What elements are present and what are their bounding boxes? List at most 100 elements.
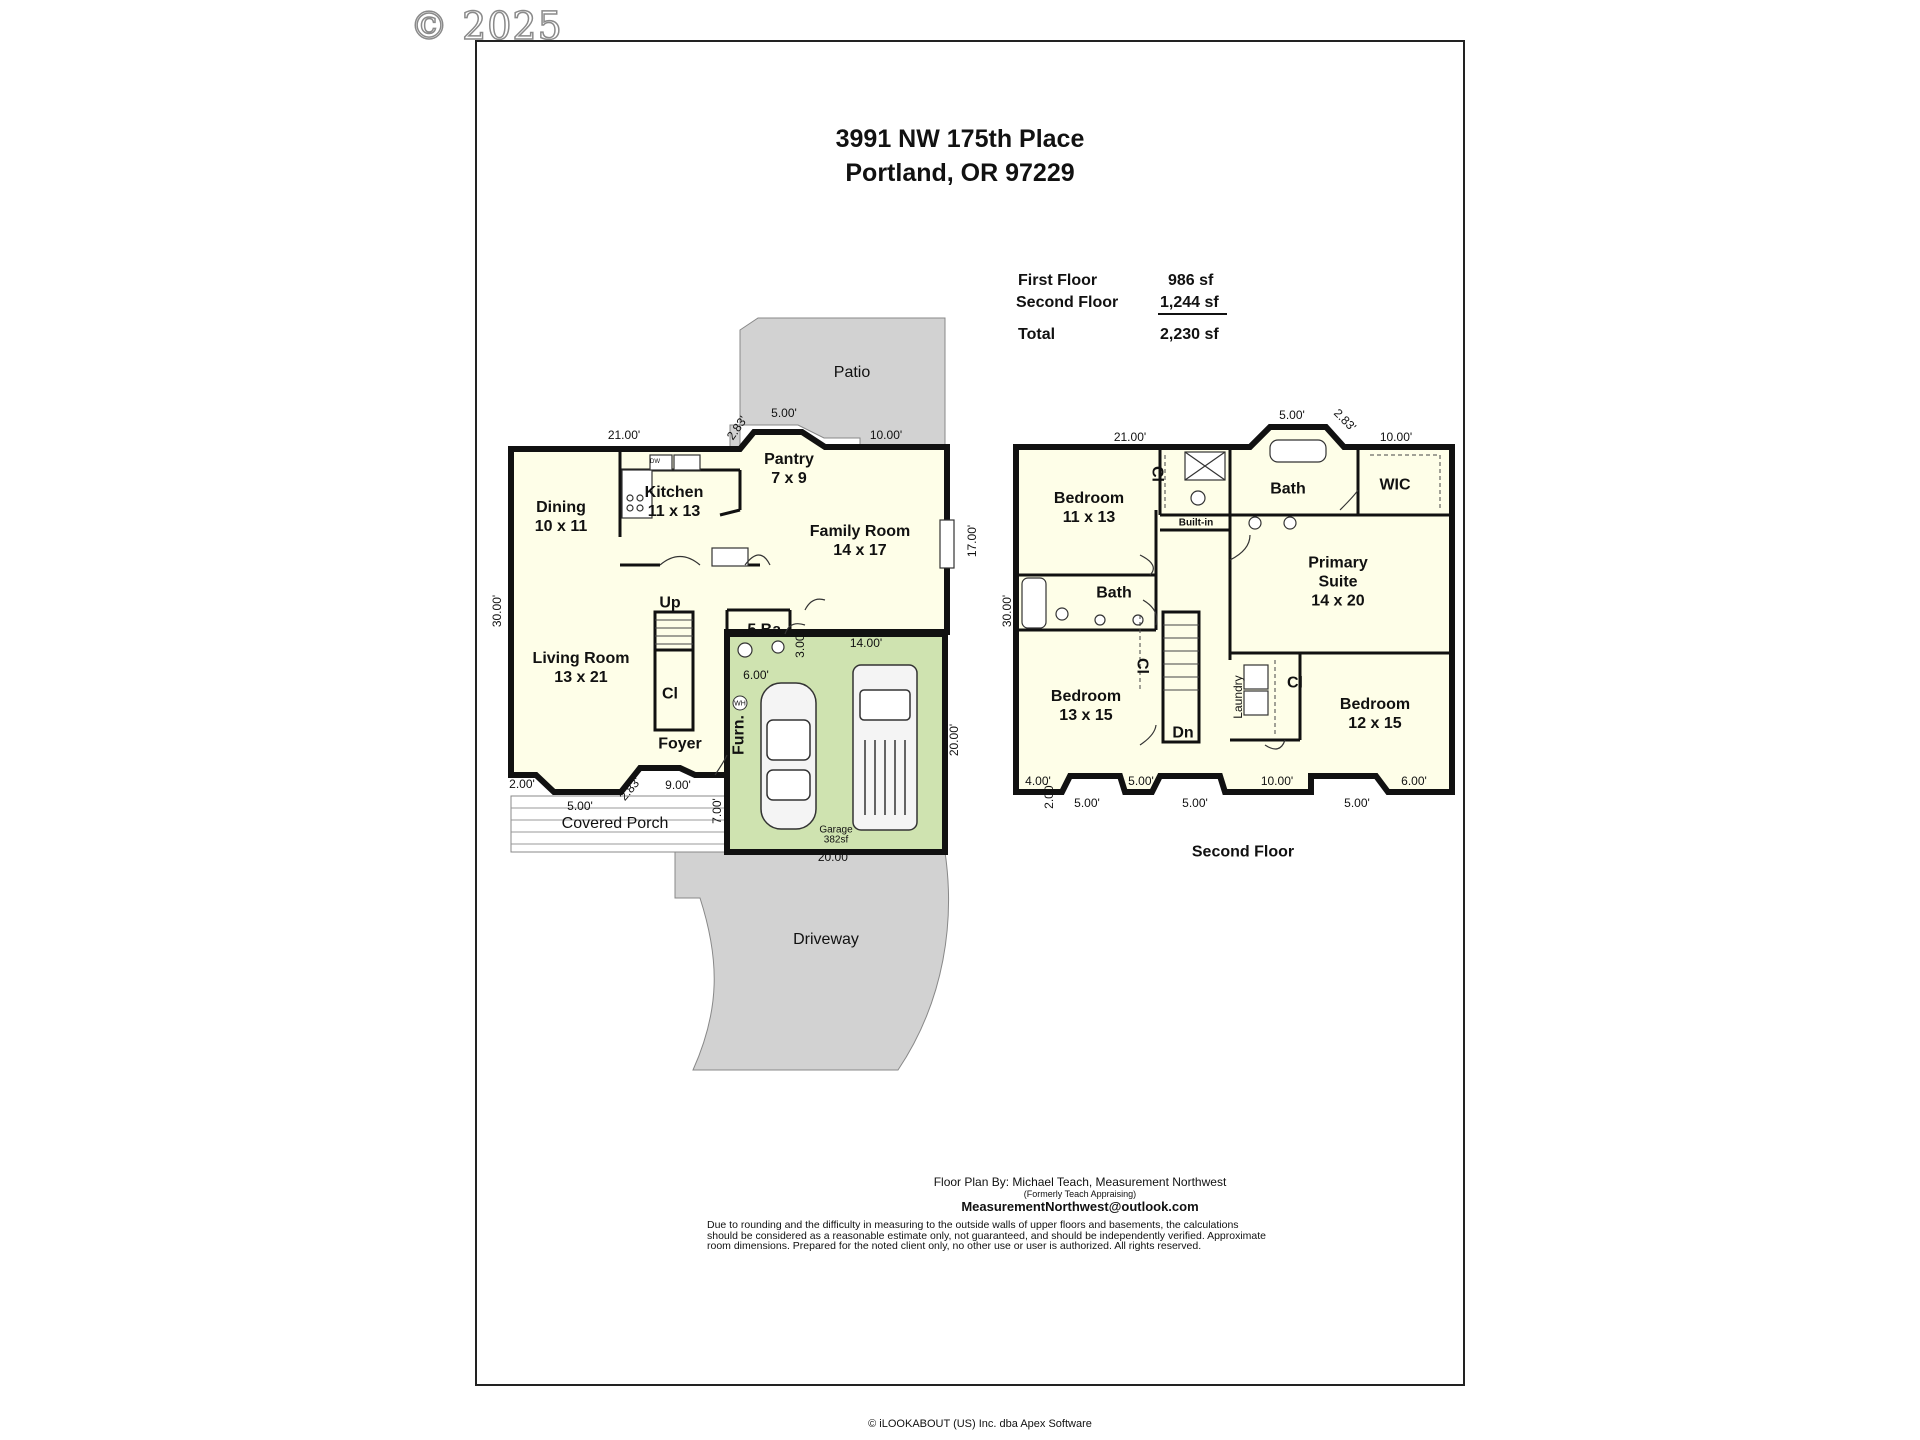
- water-heater-icon: [732, 695, 748, 711]
- room-name: Living Room: [532, 650, 630, 667]
- address-line-2: Portland, OR 97229: [845, 159, 1075, 187]
- credits-email: MeasurementNorthwest@outlook.com: [961, 1199, 1199, 1214]
- dim-sf-b7: 5.00': [1182, 796, 1208, 810]
- covered-porch-area: [510, 795, 730, 853]
- kitchen-room: Kitchen 11 x 13: [645, 483, 704, 521]
- family-room: Family Room 14 x 17: [810, 522, 910, 560]
- dim-ff-garage-bottom: 20.00': [817, 850, 851, 864]
- property-address: 3991 NW 175th Place Portland, OR 97229: [0, 122, 1920, 190]
- room-size: 14 x 20: [1311, 592, 1365, 610]
- area-value-total: 2,230 sf: [1160, 326, 1219, 343]
- second-floor-label: Second Floor: [1191, 843, 1295, 861]
- primary-suite: Primary Suite 14 x 20: [1298, 554, 1378, 611]
- primary-bath-label: Bath: [1270, 480, 1306, 498]
- closet-label-4: Cl: [1148, 466, 1166, 482]
- closet-label-3: Cl: [1133, 658, 1151, 674]
- dim-ff-garage-inner: 6.00': [743, 668, 769, 682]
- pantry-room: Pantry 7 x 9: [764, 450, 814, 488]
- half-bath-fixtures: [737, 640, 785, 658]
- water-heater-label: WH: [734, 700, 746, 708]
- closet-dashes: [1139, 454, 1441, 735]
- dim-sf-b8: 5.00': [1344, 796, 1370, 810]
- dim-ff-porch-width: 9.00': [665, 778, 691, 792]
- closet-label-2: Cl: [1287, 674, 1303, 692]
- dim-ff-bay-left: 2.00': [509, 777, 535, 791]
- room-size: 13 x 21: [554, 669, 608, 686]
- car-icon: [760, 682, 817, 830]
- dim-ff-left: 30.00': [490, 594, 504, 628]
- second-door-swings: [1139, 489, 1359, 750]
- credits-author: Floor Plan By: Michael Teach, Measuremen…: [933, 1175, 1227, 1189]
- dim-sf-top-right: 10.00': [1379, 430, 1413, 444]
- bedroom-se: Bedroom 12 x 15: [1340, 695, 1410, 733]
- room-name: Family Room: [809, 523, 911, 540]
- dim-sf-b3: 10.00': [1260, 774, 1294, 788]
- garage-label: Garage: [819, 824, 853, 836]
- suv-icon: [852, 664, 918, 831]
- room-name: Dining: [536, 499, 586, 516]
- dim-sf-left: 30.00': [1000, 594, 1014, 628]
- room-name: Bedroom: [1339, 696, 1411, 713]
- credits-former-name: (Formerly Teach Appraising): [1023, 1189, 1137, 1199]
- dim-sf-top-mid: 5.00': [1279, 408, 1305, 422]
- patio-label: Patio: [833, 364, 871, 381]
- foyer-label: Foyer: [658, 735, 702, 753]
- room-name: Bedroom: [1050, 688, 1122, 705]
- room-name: Primary Suite: [1308, 554, 1368, 591]
- stairs-up-label: Up: [659, 594, 681, 612]
- room-size: 11 x 13: [647, 503, 701, 520]
- door-swings: [659, 554, 826, 776]
- room-size: 7 x 9: [771, 470, 807, 487]
- bedroom-sw: Bedroom 13 x 15: [1051, 687, 1121, 725]
- driveway-label: Driveway: [793, 931, 859, 948]
- room-name: Pantry: [764, 451, 814, 468]
- garage-area-label: 382sf: [823, 834, 849, 846]
- disclaimer-text: Due to rounding and the difficulty in me…: [707, 1219, 1267, 1252]
- second-floor-outline: [1013, 424, 1455, 795]
- dishwasher-label: DW: [650, 459, 660, 465]
- second-floor-fixtures: [1021, 439, 1327, 716]
- area-value-second: 1,244 sf: [1158, 294, 1227, 315]
- dim-ff-top-right: 10.00': [869, 428, 903, 442]
- dim-sf-b6: 5.00': [1074, 796, 1100, 810]
- patio-area: [729, 317, 946, 448]
- second-stair-treads: [1163, 624, 1199, 691]
- floor-plan-sheet: [475, 40, 1465, 1386]
- stair-treads: [655, 619, 693, 645]
- kitchen-fixtures: [621, 454, 955, 569]
- living-room: Living Room 13 x 21: [533, 649, 630, 687]
- room-name: Kitchen: [644, 484, 704, 501]
- dim-sf-b1: 4.00': [1025, 774, 1051, 788]
- laundry-label: Laundry: [1231, 675, 1245, 719]
- covered-porch-label: Covered Porch: [561, 815, 669, 832]
- half-bath-label: .5 Ba: [742, 621, 782, 639]
- dim-ff-half-bath: 3.00': [793, 632, 807, 658]
- dim-ff-garage-right: 20.00': [947, 723, 961, 757]
- driveway-area: [674, 851, 949, 1071]
- room-size: 14 x 17: [833, 542, 887, 559]
- room-name: Bedroom: [1053, 490, 1125, 507]
- area-value-first: 986 sf: [1168, 272, 1214, 289]
- dim-sf-b5: 2.00': [1042, 783, 1056, 809]
- hall-bath-label: Bath: [1096, 584, 1132, 602]
- dim-ff-porch-depth: 7.00': [710, 798, 724, 824]
- area-label-second: Second Floor: [1016, 294, 1119, 311]
- furnace-label: Furn.: [730, 715, 748, 755]
- dim-ff-bay-front: 5.00': [567, 799, 593, 813]
- closet-label: Cl: [662, 685, 678, 703]
- credits-block: Floor Plan By: Michael Teach, Measuremen…: [120, 1175, 1920, 1214]
- room-size: 12 x 15: [1348, 715, 1402, 732]
- room-size: 13 x 15: [1059, 707, 1113, 724]
- wic-label: WIC: [1379, 476, 1411, 494]
- area-label-total: Total: [1018, 326, 1056, 343]
- room-size: 11 x 13: [1062, 509, 1116, 526]
- dim-sf-top-left: 21.00': [1113, 430, 1147, 444]
- software-copyright: © iLOOKABOUT (US) Inc. dba Apex Software: [868, 1418, 1092, 1430]
- dim-sf-b2: 5.00': [1128, 774, 1154, 788]
- builtin-label: Built-in: [1178, 517, 1214, 529]
- dim-ff-right: 17.00': [965, 524, 979, 558]
- dim-ff-top-left: 21.00': [607, 428, 641, 442]
- area-label-first: First Floor: [1018, 272, 1098, 289]
- dim-sf-b4: 6.00': [1401, 774, 1427, 788]
